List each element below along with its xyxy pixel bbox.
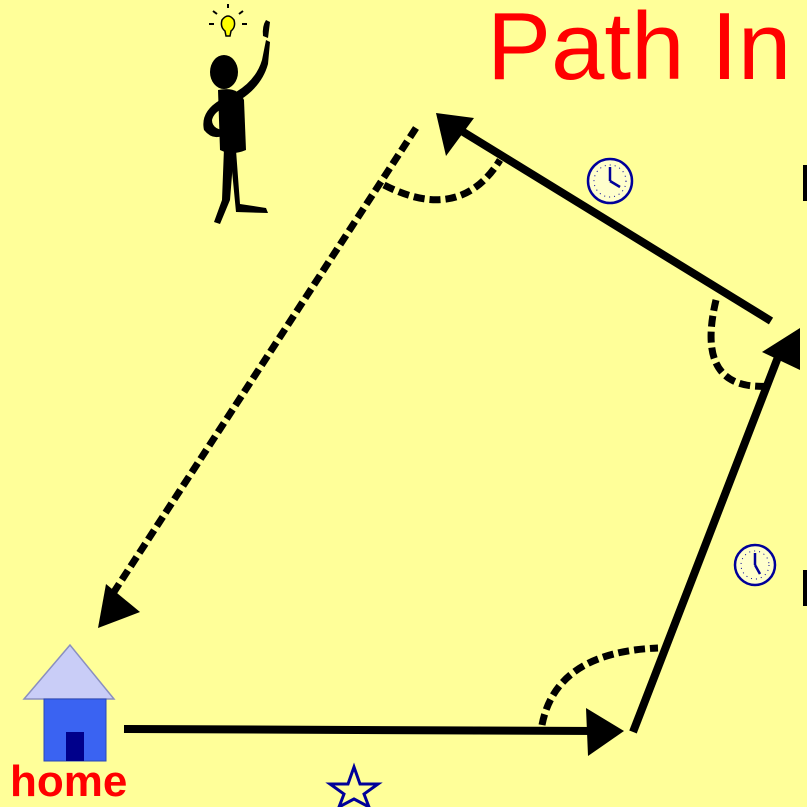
clock-icon [733, 543, 777, 587]
path-segment-bottom [123, 708, 624, 756]
partial-text-marks [803, 165, 807, 606]
path-segment-right [629, 328, 800, 734]
person-idea-icon [203, 4, 270, 224]
home-label: home [10, 757, 128, 806]
page-title: Path In [487, 0, 792, 100]
house-icon [22, 643, 116, 762]
path-segment-return [98, 126, 419, 628]
star-icon [325, 762, 383, 807]
path-segment-top [436, 113, 774, 325]
turn-angle-marks [382, 158, 771, 726]
clock-icon [586, 157, 634, 205]
